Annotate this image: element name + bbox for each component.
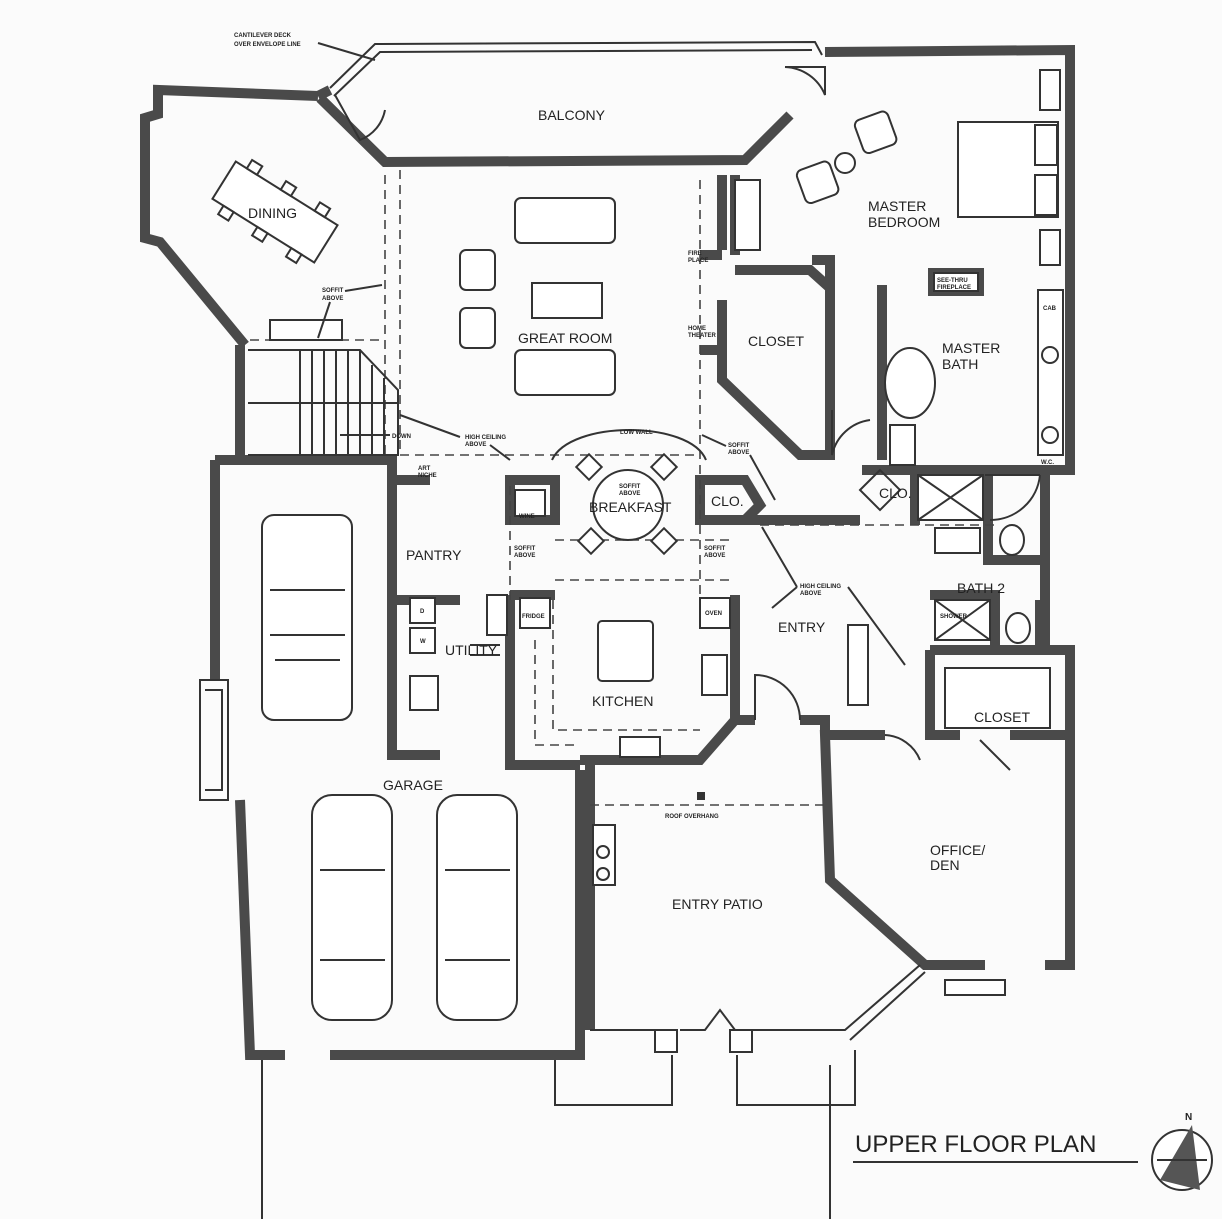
plan-title: UPPER FLOOR PLAN — [855, 1131, 1096, 1158]
label-great-room: GREAT ROOM — [518, 330, 612, 346]
master-bedroom-furniture — [734, 69, 1061, 296]
label-entry: ENTRY — [778, 619, 826, 635]
note-soffit-right: ABOVE — [728, 450, 749, 456]
label-closet: CLOSET — [748, 333, 804, 349]
label-garage: GARAGE — [383, 777, 443, 793]
label-office: DEN — [930, 857, 960, 873]
label-breakfast: BREAKFAST — [589, 499, 672, 515]
note-fireplace: PLACE — [688, 258, 708, 264]
cars — [261, 514, 518, 1021]
stairs — [248, 319, 399, 456]
great-room-furniture — [459, 197, 616, 396]
note-high-ceiling-entry: ABOVE — [800, 591, 821, 597]
label-closet-office: CLOSET — [974, 709, 1030, 725]
note-cab: CAB — [1043, 306, 1057, 312]
master-bath-fixtures — [858, 289, 1064, 729]
note-down: DOWN — [392, 434, 411, 440]
note-cantilever: CANTILEVER DECK — [234, 33, 292, 39]
label-pantry: PANTRY — [406, 547, 462, 563]
room-labels: BALCONY DINING GREAT ROOM MASTER BEDROOM… — [248, 107, 1030, 912]
note-soffit-kitchen-right: SOFFIT — [704, 546, 726, 552]
label-dining: DINING — [248, 205, 297, 221]
label-clo-bath: CLO. — [879, 485, 912, 501]
label-balcony: BALCONY — [538, 107, 606, 123]
note-oven: OVEN — [705, 611, 722, 617]
note-soffit-breakfast: ABOVE — [619, 491, 640, 497]
note-shower: SHOWER — [940, 614, 968, 620]
label-bath-2: BATH 2 — [957, 580, 1005, 596]
label-clo: CLO. — [711, 493, 744, 509]
label-master-bedroom: MASTER — [868, 198, 926, 214]
label-master-bath: MASTER — [942, 340, 1000, 356]
breakfast-table — [514, 429, 707, 556]
patio-and-doors — [261, 66, 1041, 1219]
note-low-wall: LOW WALL — [620, 430, 653, 436]
misc-fixtures — [592, 624, 1006, 996]
kitchen-fixtures — [519, 597, 731, 758]
walls — [140, 40, 1075, 1060]
note-fireplace: FIRE — [688, 251, 702, 257]
note-soffit-kitchen-right: ABOVE — [704, 553, 725, 559]
note-high-ceiling-entry: HIGH CEILING — [800, 584, 841, 590]
post — [697, 792, 705, 800]
note-art-niche: NICHE — [418, 473, 437, 479]
note-soffit-left: ABOVE — [514, 553, 535, 559]
note-home-theater: HOME — [688, 326, 706, 332]
note-roof-overhang: ROOF OVERHANG — [665, 814, 719, 820]
label-master-bath: BATH — [942, 356, 978, 372]
note-home-theater: THEATER — [688, 333, 717, 339]
note-wine: WINE — [519, 514, 535, 520]
note-soffit-breakfast: SOFFIT — [619, 484, 641, 490]
note-art-niche: ART — [418, 466, 431, 472]
annotations: CANTILEVER DECK OVER ENVELOPE LINE SOFFI… — [234, 33, 1057, 820]
note-wc: W.C. — [1041, 460, 1054, 466]
note-high-ceiling: HIGH CEILING — [465, 435, 506, 441]
note-dryer: D — [420, 609, 425, 615]
note-cantilever: OVER ENVELOPE LINE — [234, 42, 301, 48]
note-soffit-left: SOFFIT — [514, 546, 536, 552]
note-see-thru-fireplace: SEE-THRU — [937, 278, 968, 284]
label-master-bedroom: BEDROOM — [868, 214, 940, 230]
note-soffit-right: SOFFIT — [728, 443, 750, 449]
dining-table — [211, 158, 339, 265]
note-fridge: FRIDGE — [522, 614, 545, 620]
note-washer: W — [420, 639, 426, 645]
utility-fixtures — [409, 594, 508, 711]
label-utility: UTILITY — [445, 642, 498, 658]
label-entry-patio: ENTRY PATIO — [672, 896, 763, 912]
label-office: OFFICE/ — [930, 842, 985, 858]
note-see-thru-fireplace: FIREPLACE — [937, 285, 971, 291]
label-kitchen: KITCHEN — [592, 693, 653, 709]
svg-text:N: N — [1185, 1112, 1192, 1123]
note-high-ceiling: ABOVE — [465, 442, 486, 448]
note-soffit: ABOVE — [322, 296, 343, 302]
note-soffit: SOFFIT — [322, 288, 344, 294]
north-arrow-icon: N — [1151, 1112, 1213, 1191]
